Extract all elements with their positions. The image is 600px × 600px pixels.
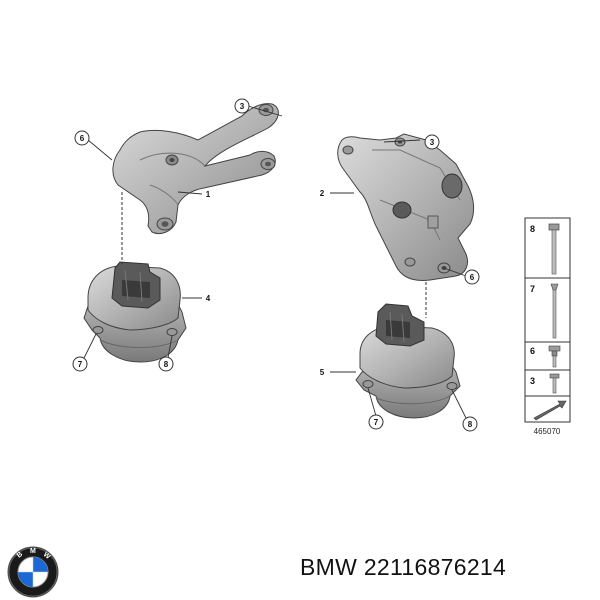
svg-text:6: 6	[80, 134, 85, 143]
fastener-legend: 8 7 6 3 465070	[524, 217, 571, 436]
legend-row-3: 3	[530, 373, 560, 394]
callout-5: 5	[320, 368, 325, 377]
svg-text:3: 3	[240, 102, 245, 111]
engine-bracket-right	[337, 133, 475, 281]
svg-text:4: 4	[206, 294, 211, 303]
svg-text:B: B	[16, 551, 24, 560]
svg-text:7: 7	[530, 284, 535, 294]
legend-arrow-icon	[533, 400, 567, 421]
callout-7-right: 7	[368, 414, 384, 430]
svg-text:8: 8	[468, 420, 473, 429]
callout-1: 1	[206, 190, 211, 199]
svg-text:1: 1	[206, 190, 211, 199]
callout-6-left: 6	[74, 130, 90, 146]
svg-text:2: 2	[320, 189, 325, 198]
drawing-ref-number: 465070	[534, 427, 561, 436]
svg-text:6: 6	[470, 273, 475, 282]
svg-text:M: M	[30, 548, 36, 555]
callout-2: 2	[320, 189, 325, 198]
svg-text:5: 5	[320, 368, 325, 377]
legend-row-7: 7	[530, 283, 559, 339]
callout-3-right: 3	[424, 134, 440, 150]
callout-4: 4	[206, 294, 211, 303]
svg-text:3: 3	[430, 138, 435, 147]
callout-6-right: 6	[464, 269, 480, 285]
leader-lines	[83, 105, 467, 419]
svg-text:7: 7	[78, 360, 83, 369]
svg-text:8: 8	[164, 360, 169, 369]
engine-bracket-left	[112, 103, 279, 235]
alignment-lines	[121, 192, 427, 318]
callout-3-left: 3	[234, 98, 250, 114]
engine-mount-right	[355, 303, 461, 419]
legend-row-6: 6	[530, 345, 561, 368]
svg-text:W: W	[42, 551, 52, 561]
callout-8-left: 8	[158, 356, 174, 372]
engine-mount-left	[83, 261, 187, 363]
part-caption: BMW 22116876214	[300, 554, 506, 581]
callout-7-left: 7	[72, 356, 88, 372]
svg-text:6: 6	[530, 346, 535, 356]
brand-name: BMW	[300, 554, 358, 580]
svg-text:8: 8	[530, 224, 535, 234]
svg-text:3: 3	[530, 376, 535, 386]
callout-8-right: 8	[462, 416, 478, 432]
svg-text:7: 7	[374, 418, 379, 427]
legend-row-8: 8	[530, 223, 560, 275]
part-number: 22116876214	[363, 554, 507, 580]
bmw-roundel-icon: B M W	[7, 546, 59, 598]
